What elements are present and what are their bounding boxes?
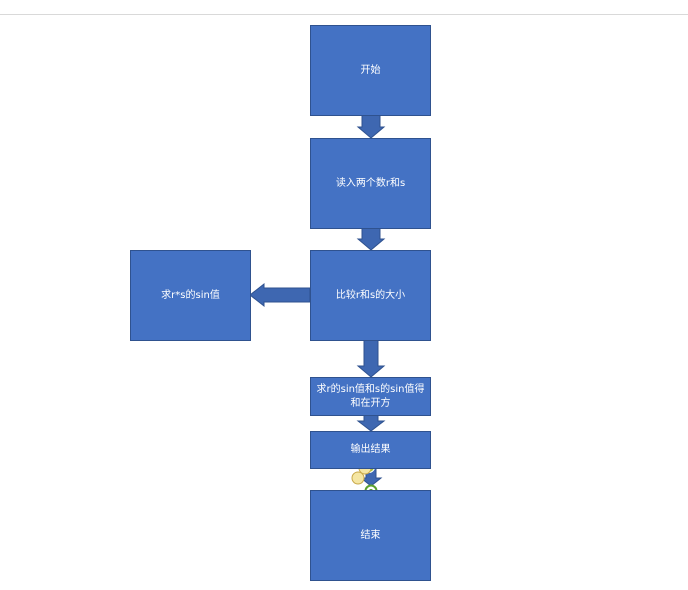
arrow-compare-to-sin-product[interactable] xyxy=(249,282,311,308)
node-input[interactable]: 读入两个数r和s xyxy=(310,138,431,229)
node-start[interactable]: 开始 xyxy=(310,25,431,116)
node-compare[interactable]: 比较r和s的大小 xyxy=(310,250,431,341)
node-sin-sum-sqrt-label: 求r的sin值和s的sin值得和在开方 xyxy=(316,383,425,409)
node-output[interactable]: 输出结果 xyxy=(310,431,431,469)
node-end-label: 结束 xyxy=(360,529,381,541)
node-start-label: 开始 xyxy=(360,64,381,76)
node-compare-label: 比较r和s的大小 xyxy=(335,289,406,301)
arrow-compare-to-sin-sum[interactable] xyxy=(356,339,386,378)
node-sin-product-label: 求r*s的sin值 xyxy=(161,289,220,301)
node-sin-product[interactable]: 求r*s的sin值 xyxy=(130,250,251,341)
node-output-label: 输出结果 xyxy=(350,444,391,455)
connector-handle-yellow-lower[interactable] xyxy=(351,471,365,485)
top-divider xyxy=(0,14,688,15)
node-end[interactable]: 结束 xyxy=(310,490,431,581)
arrow-sin-sum-to-output[interactable] xyxy=(356,414,386,432)
node-sin-sum-sqrt[interactable]: 求r的sin值和s的sin值得和在开方 xyxy=(310,377,431,416)
arrow-input-to-compare[interactable] xyxy=(356,227,386,251)
node-input-label: 读入两个数r和s xyxy=(335,177,406,189)
arrow-start-to-input[interactable] xyxy=(356,114,386,139)
